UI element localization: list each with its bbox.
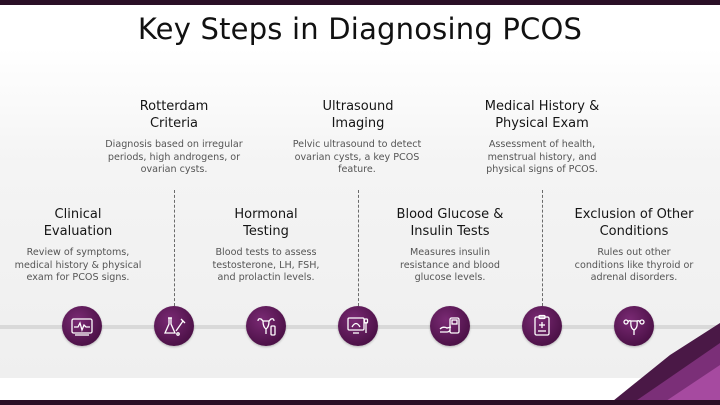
ultrasound-monitor-icon bbox=[347, 317, 369, 334]
step-title: Blood Glucose & Insulin Tests bbox=[396, 207, 504, 239]
step-title: Rotterdam Criteria bbox=[139, 99, 209, 131]
step-description: Review of symptoms, medical history & ph… bbox=[14, 247, 142, 283]
uterus-test-icon bbox=[257, 318, 276, 336]
step-title: Exclusion of Other Conditions bbox=[574, 207, 694, 239]
timeline-node-4 bbox=[338, 306, 378, 346]
corner-decoration bbox=[608, 323, 720, 405]
timeline-node-2 bbox=[154, 306, 194, 346]
timeline-node-1 bbox=[62, 306, 102, 346]
step-blood-glucose-insulin: Blood Glucose & Insulin Tests Measures i… bbox=[376, 206, 524, 285]
uterus-icon bbox=[623, 319, 645, 335]
step-title: Medical History & Physical Exam bbox=[484, 99, 600, 131]
glucose-meter-icon bbox=[439, 317, 460, 334]
top-bar bbox=[0, 0, 720, 5]
timeline-node-5 bbox=[430, 306, 470, 346]
step-description: Blood tests to assess testosterone, LH, … bbox=[212, 247, 320, 283]
step-title: Hormonal Testing bbox=[234, 207, 298, 239]
step-exclusion-other: Exclusion of Other Conditions Rules out … bbox=[560, 206, 708, 285]
timeline-node-6 bbox=[522, 306, 562, 346]
step-ultrasound-imaging: Ultrasound Imaging Pelvic ultrasound to … bbox=[284, 98, 432, 177]
clipboard-chart-icon bbox=[71, 318, 93, 336]
step-description: Pelvic ultrasound to detect ovarian cyst… bbox=[292, 139, 422, 175]
step-title: Ultrasound Imaging bbox=[322, 99, 394, 131]
step-description: Rules out other conditions like thyroid … bbox=[574, 247, 694, 283]
step-clinical-evaluation: Clinical Evaluation Review of symptoms, … bbox=[4, 206, 152, 285]
connector-dash bbox=[174, 190, 175, 306]
page-title: Key Steps in Diagnosing PCOS bbox=[137, 12, 583, 46]
flask-syringe-icon bbox=[163, 317, 186, 336]
step-description: Diagnosis based on irregular periods, hi… bbox=[105, 139, 243, 175]
bottom-bar bbox=[0, 400, 720, 405]
timeline-node-3 bbox=[246, 306, 286, 346]
step-medical-history: Medical History & Physical Exam Assessme… bbox=[468, 98, 616, 177]
step-rotterdam-criteria: Rotterdam Criteria Diagnosis based on ir… bbox=[100, 98, 248, 177]
medical-record-icon bbox=[534, 314, 550, 336]
step-title: Clinical Evaluation bbox=[43, 207, 113, 239]
timeline-node-7 bbox=[614, 306, 654, 346]
step-description: Assessment of health, menstrual history,… bbox=[486, 139, 598, 175]
step-description: Measures insulin resistance and blood gl… bbox=[400, 247, 500, 283]
connector-dash bbox=[358, 190, 359, 306]
connector-dash bbox=[542, 190, 543, 306]
step-hormonal-testing: Hormonal Testing Blood tests to assess t… bbox=[192, 206, 340, 285]
